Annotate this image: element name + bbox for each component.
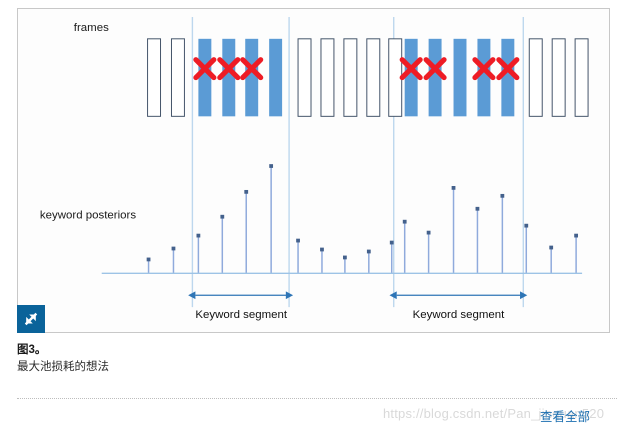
frame-bar-9 [366,38,381,117]
keyword-segment-1: Keyword segment [389,291,528,321]
stem-9 [366,249,371,274]
expand-image-button[interactable] [17,305,45,333]
segment-label-1: Keyword segment [413,309,505,321]
x-mark-14 [472,57,496,81]
frame-bar-16 [528,38,543,117]
caption-title: 图3。 [17,344,47,356]
frame-bar-17 [551,38,566,117]
stem-3 [220,214,225,274]
stem-2 [196,233,201,274]
x-mark-4 [240,57,264,81]
expand-arrow-icon [24,312,38,326]
stem-4 [244,189,249,274]
figure-canvas: frames keyword posteriors Keyword segmen… [40,16,589,321]
frame-bar-5 [269,38,283,117]
keyword-posteriors-label: keyword posteriors [40,210,136,222]
figure-caption: 图3。 最大池损耗的想法 [17,342,417,375]
stem-18 [574,233,579,274]
stem-5 [269,164,274,274]
frame-bar-3 [222,38,236,117]
stem-16 [524,223,529,274]
frame-bar-6 [297,38,312,117]
csdn-watermark: https://blog.csdn.net/Pan_jinquan520 [383,406,605,421]
stem-0 [146,257,151,274]
frame-bar-2 [198,38,212,117]
segment-label-0: Keyword segment [195,309,287,321]
figure-card[interactable]: frames keyword posteriors Keyword segmen… [17,8,610,333]
frame-bar-1 [170,38,185,117]
stem-1 [171,246,176,274]
frame-bar-12 [428,38,442,117]
frame-bar-4 [245,38,259,117]
stem-10 [389,240,394,274]
stem-17 [549,245,554,274]
frame-bar-14 [477,38,491,117]
keyword-posteriors-stems [146,164,579,274]
keyword-segment-0: Keyword segment [188,291,294,321]
x-mark-3 [217,57,241,81]
x-mark-11 [399,57,423,81]
discarded-frame-markers [193,57,520,81]
stem-6 [296,238,300,274]
caption-subtitle: 最大池损耗的想法 [17,360,109,373]
frames-row [147,38,589,117]
frame-bar-7 [320,38,335,117]
stem-14 [475,206,480,274]
stem-13 [451,186,456,274]
footer-divider [17,398,617,399]
stem-11 [402,219,407,274]
frame-bar-15 [501,38,515,117]
frame-bar-8 [343,38,358,117]
frame-bar-18 [574,38,589,117]
stem-12 [426,230,431,274]
x-mark-12 [423,57,447,81]
keyword-segment-annotations: Keyword segment Keyword segment [188,291,528,321]
x-mark-15 [496,57,520,81]
frames-label: frames [74,22,109,34]
stem-7 [320,247,324,274]
view-all-link[interactable]: 查看全部 [540,410,591,424]
stem-8 [343,255,347,274]
frame-bar-11 [404,38,418,117]
x-mark-2 [193,57,217,81]
frame-bar-13 [453,38,467,117]
stem-15 [500,193,505,274]
frame-bar-0 [147,38,162,117]
